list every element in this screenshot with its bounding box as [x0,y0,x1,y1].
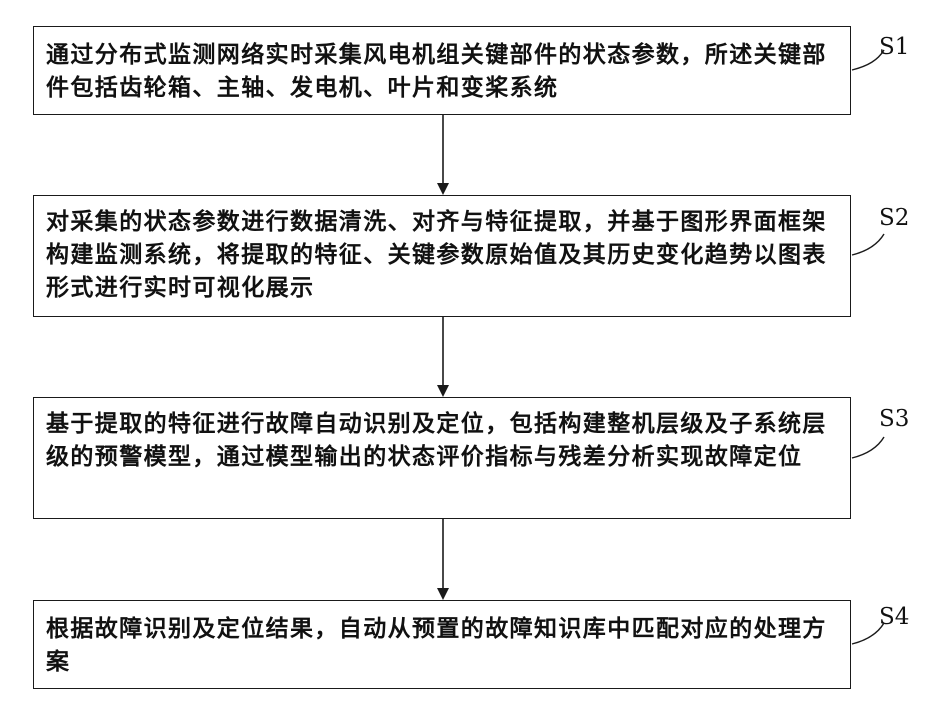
arrow-s1-s2-head [437,183,449,195]
leader-line-s3 [852,437,884,458]
step-label-s2: S2 [879,205,909,231]
step-label-s1: S1 [879,34,909,60]
step-label-s3: S3 [879,406,909,432]
arrow-s3-s4-head [437,588,449,600]
step-text-s4: 根据故障识别及定位结果，自动从预置的故障知识库中匹配对应的处理方案 [34,601,850,678]
step-box-s4: 根据故障识别及定位结果，自动从预置的故障知识库中匹配对应的处理方案 [33,600,851,689]
leader-line-s2 [852,234,884,255]
step-box-s2: 对采集的状态参数进行数据清洗、对齐与特征提取，并基于图形界面框架构建监测系统，将… [33,195,851,317]
arrow-s2-s3-head [437,385,449,397]
step-box-s3: 基于提取的特征进行故障自动识别及定位，包括构建整机层级及子系统层级的预警模型，通… [33,397,851,519]
step-text-s2: 对采集的状态参数进行数据清洗、对齐与特征提取，并基于图形界面框架构建监测系统，将… [34,196,850,304]
step-label-s4: S4 [879,604,909,630]
step-text-s3: 基于提取的特征进行故障自动识别及定位，包括构建整机层级及子系统层级的预警模型，通… [34,398,850,473]
step-text-s1: 通过分布式监测网络实时采集风电机组关键部件的状态参数，所述关键部件包括齿轮箱、主… [34,27,850,104]
step-box-s1: 通过分布式监测网络实时采集风电机组关键部件的状态参数，所述关键部件包括齿轮箱、主… [33,26,851,115]
